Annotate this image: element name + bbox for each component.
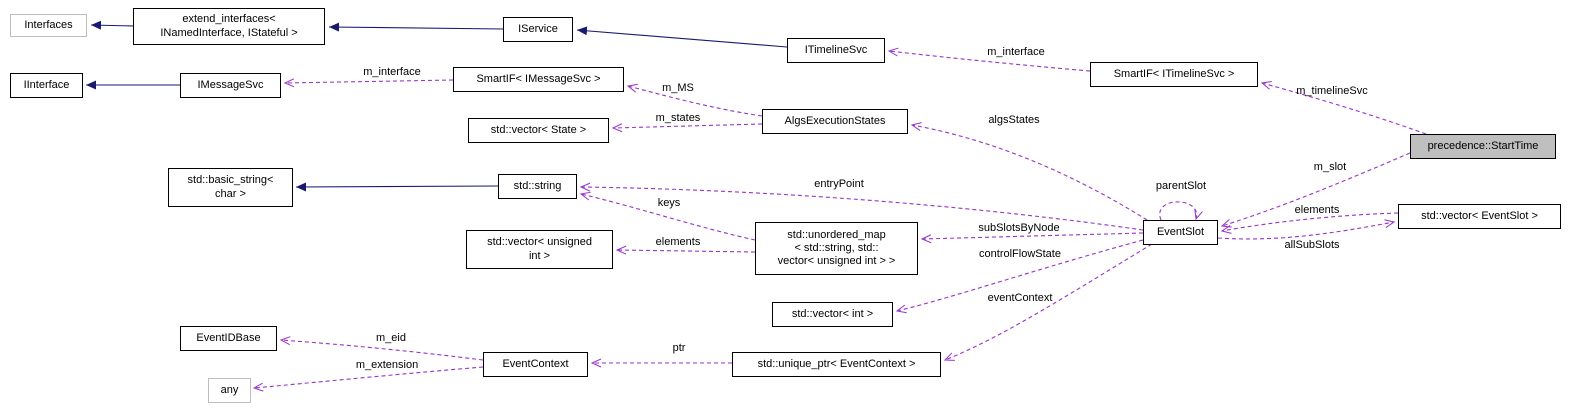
edge-label-m-interface-msg: m_interface	[363, 66, 421, 78]
edge-label-m-timelinesvc: m_timelineSvc	[1296, 85, 1368, 97]
node-any[interactable]: any	[208, 378, 251, 403]
edge-inherit-extendinterfaces-interfaces	[90, 20, 134, 30]
node-itimelinesvc[interactable]: ITimelineSvc	[787, 38, 885, 63]
edge-m-states	[611, 123, 763, 133]
edge-label-m-slot: m_slot	[1313, 161, 1347, 173]
edge-label-algsstates: algsStates	[988, 114, 1040, 126]
edge-label-eventcontext: eventContext	[987, 292, 1053, 304]
edge-inherit-iservice-extendinterfaces	[328, 22, 504, 32]
node-std-string[interactable]: std::string	[498, 174, 577, 199]
node-imessagesvc[interactable]: IMessageSvc	[180, 73, 281, 98]
edge-inherit-stdstring-basicstring	[295, 182, 499, 192]
node-basic-string[interactable]: std::basic_string< char >	[168, 168, 293, 207]
edge-label-elements-vec: elements	[1294, 204, 1340, 216]
edge-label-controlflowstate: controlFlowState	[979, 248, 1061, 260]
edge-elements-map	[615, 245, 756, 255]
edge-parentslot-selfloop	[1159, 201, 1203, 221]
node-vector-int[interactable]: std::vector< int >	[772, 302, 893, 327]
node-precedence-starttime[interactable]: precedence::StartTime	[1410, 134, 1556, 159]
edge-label-m-extension: m_extension	[355, 359, 419, 371]
edge-label-m-interface-timeline: m_interface	[987, 46, 1045, 58]
edge-label-allsubslots: allSubSlots	[1284, 239, 1340, 251]
edge-label-elements-map: elements	[655, 236, 701, 248]
node-unique-ptr-eventcontext[interactable]: std::unique_ptr< EventContext >	[732, 352, 941, 377]
edge-m-interface-msg	[283, 78, 454, 88]
node-iinterface[interactable]: IInterface	[10, 73, 83, 98]
node-vector-eventslot[interactable]: std::vector< EventSlot >	[1398, 204, 1561, 229]
node-interfaces[interactable]: Interfaces	[10, 14, 87, 37]
node-vector-state[interactable]: std::vector< State >	[468, 118, 609, 143]
node-eventcontext[interactable]: EventContext	[483, 352, 588, 377]
edge-label-ptr: ptr	[672, 342, 686, 354]
node-unordered-map[interactable]: std::unordered_map < std::string, std:: …	[755, 222, 918, 275]
edge-label-entrypoint: entryPoint	[814, 178, 864, 190]
edge-label-parentslot: parentSlot	[1155, 180, 1207, 192]
node-eventslot[interactable]: EventSlot	[1143, 220, 1218, 245]
node-eventidbase[interactable]: EventIDBase	[180, 326, 277, 351]
node-vector-unsigned-int[interactable]: std::vector< unsigned int >	[466, 230, 613, 269]
edge-allsubslots	[1217, 219, 1396, 240]
edge-label-m-eid: m_eid	[376, 332, 406, 344]
node-smartif-itimelinesvc[interactable]: SmartIF< ITimelineSvc >	[1090, 62, 1258, 87]
edge-label-keys: keys	[657, 197, 681, 209]
edge-inherit-itimelinesvc-iservice	[576, 26, 788, 48]
edge-algsstates	[910, 122, 1148, 221]
node-algsexecutionstates[interactable]: AlgsExecutionStates	[762, 109, 908, 134]
node-extend-interfaces[interactable]: extend_interfaces< INamedInterface, ISta…	[133, 8, 325, 45]
node-iservice[interactable]: IService	[503, 17, 573, 42]
edge-label-m-states: m_states	[655, 112, 701, 124]
edge-label-subslotsbynode: subSlotsByNode	[978, 222, 1060, 234]
edge-label-m-ms: m_MS	[662, 82, 694, 94]
node-smartif-imessagesvc[interactable]: SmartIF< IMessageSvc >	[453, 67, 624, 92]
